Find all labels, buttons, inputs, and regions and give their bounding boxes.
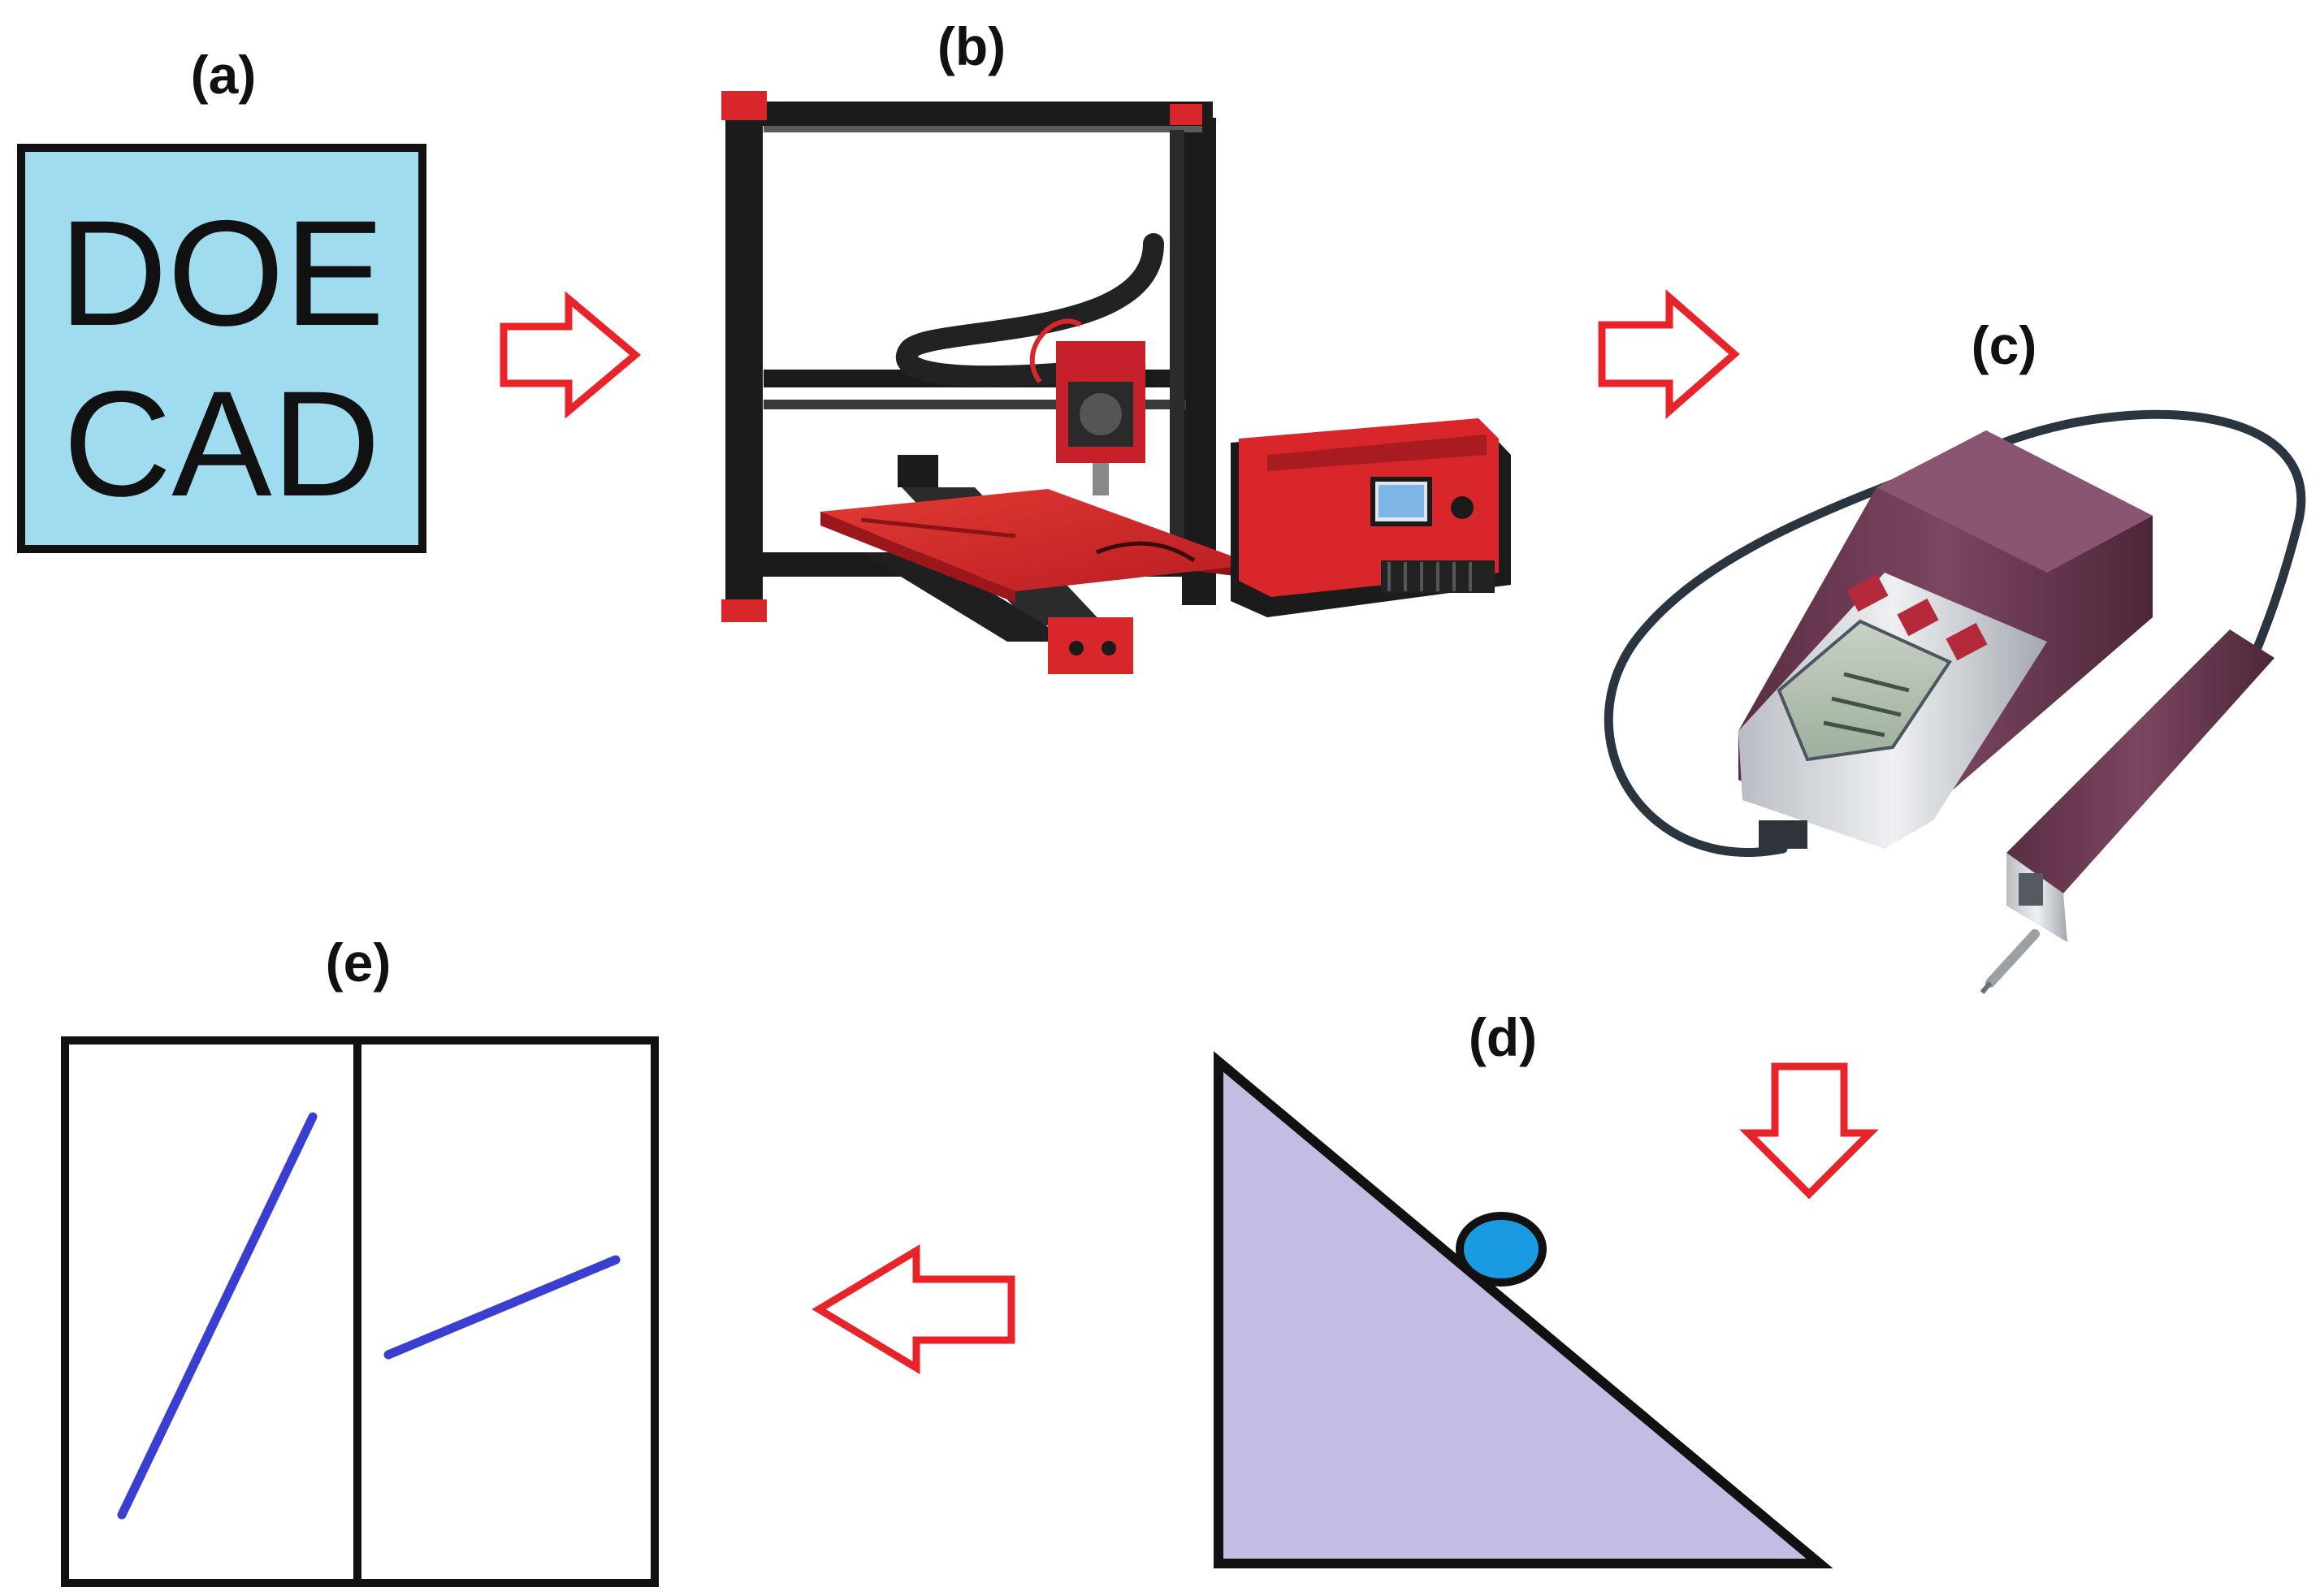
regression-plots [61,1036,659,1587]
label-c: (c) [1972,315,2037,375]
label-d: (d) [1469,1007,1537,1067]
ball-icon [1456,1212,1547,1287]
label-e: (e) [326,932,392,993]
arrow-right-1-icon [500,291,641,419]
inclined-plane-diagram [1214,1051,1833,1568]
label-a: (a) [191,45,257,105]
surface-roughness-tester-icon [1604,409,2305,994]
arrow-right-2-icon [1598,289,1740,419]
doe-cad-box: DOE CAD [17,144,426,553]
trend-line-shallow [383,1255,621,1360]
plot-right [353,1036,659,1587]
box-text-doe: DOE [59,190,385,357]
arrow-down-icon [1739,1062,1879,1200]
inclined-plane [1214,1051,1833,1568]
3d-printer-icon [721,91,1511,674]
box-text-cad: CAD [63,361,381,528]
arrow-left-icon [812,1244,1015,1374]
trend-line-steep [117,1112,318,1520]
label-b: (b) [937,16,1006,76]
